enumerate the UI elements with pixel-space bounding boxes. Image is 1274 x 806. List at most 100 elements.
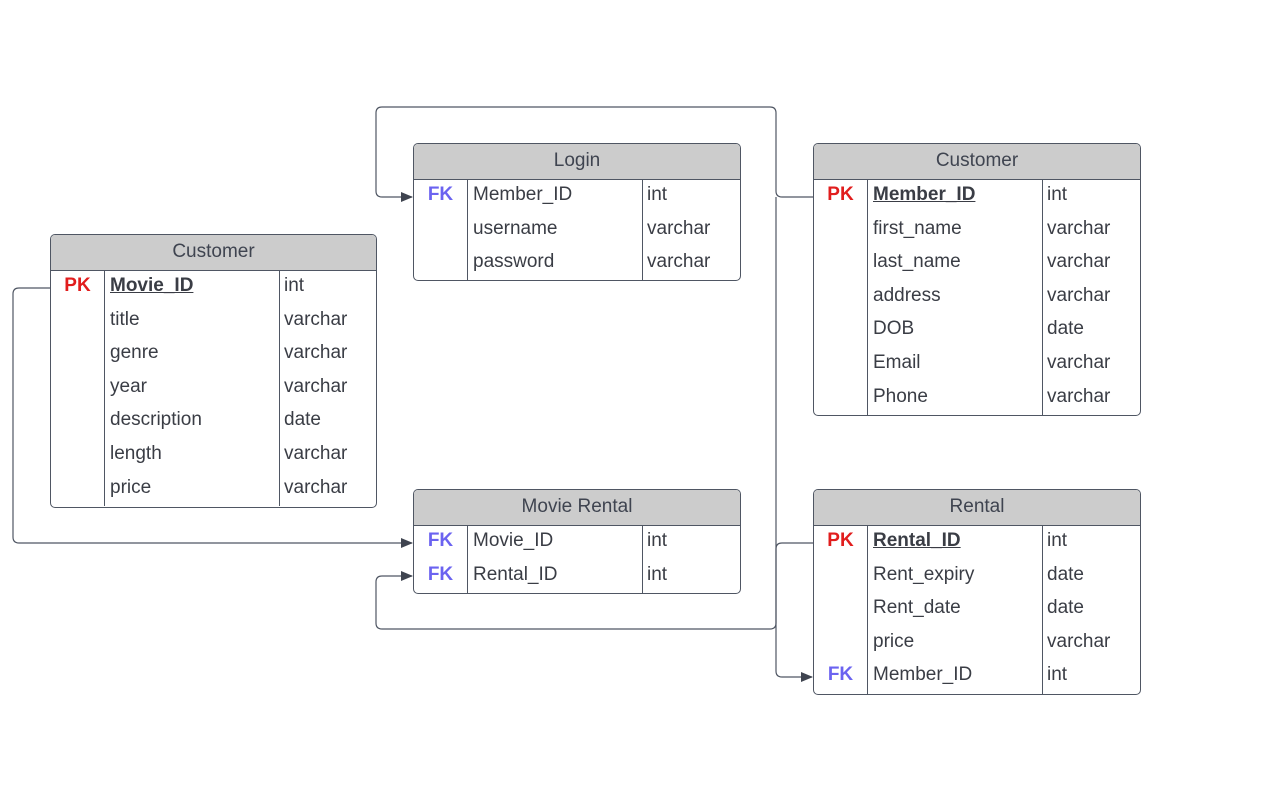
key-marker: [51, 405, 105, 439]
field-type: varchar: [647, 251, 711, 273]
key-marker: [814, 280, 868, 315]
field-row[interactable]: FK Member_ID int: [414, 180, 740, 214]
field-name: username: [468, 213, 643, 248]
field-name: address: [868, 280, 1043, 315]
field-row[interactable]: Rent_date date: [814, 593, 1140, 627]
field-type: varchar: [284, 308, 348, 330]
primary-key-marker: PK: [814, 180, 868, 214]
entity-title: Customer: [51, 235, 376, 271]
entity-rental[interactable]: Rental PK Rental_ID int Rent_expiry date…: [813, 489, 1141, 695]
field-type: int: [647, 530, 668, 551]
field-name: Rental_ID: [468, 559, 643, 593]
field-name: password: [468, 247, 643, 280]
field-row[interactable]: year varchar: [51, 371, 376, 406]
field-row[interactable]: address varchar: [814, 280, 1140, 315]
field-type: int: [647, 563, 668, 585]
field-name: Member_ID: [468, 180, 643, 214]
entity-fields: FK Movie_ID int FK Rental_ID int: [414, 526, 740, 593]
field-type: varchar: [1047, 351, 1111, 373]
key-marker: [814, 593, 868, 627]
field-row[interactable]: price varchar: [51, 472, 376, 507]
key-marker: [814, 626, 868, 661]
key-marker: [51, 371, 105, 406]
field-row[interactable]: first_name varchar: [814, 213, 1140, 248]
field-row[interactable]: PK Rental_ID int: [814, 526, 1140, 560]
key-marker: [414, 247, 468, 280]
field-row[interactable]: genre varchar: [51, 338, 376, 372]
entity-fields: PK Rental_ID int Rent_expiry date Rent_d…: [814, 526, 1140, 694]
foreign-key-marker: FK: [814, 660, 868, 694]
key-marker: [51, 304, 105, 339]
field-type: int: [1047, 664, 1068, 686]
field-type: date: [1047, 563, 1084, 585]
field-type: varchar: [284, 375, 348, 397]
field-name: year: [105, 371, 280, 406]
primary-key-marker: PK: [51, 271, 105, 305]
field-row[interactable]: password varchar: [414, 247, 740, 280]
field-type: int: [284, 275, 305, 296]
field-row[interactable]: title varchar: [51, 304, 376, 339]
entity-login[interactable]: Login FK Member_ID int username varchar …: [413, 143, 741, 281]
primary-key-marker: PK: [814, 526, 868, 560]
field-row[interactable]: description date: [51, 405, 376, 439]
field-name: description: [105, 405, 280, 439]
field-type: varchar: [1047, 385, 1111, 407]
field-type: date: [1047, 597, 1084, 619]
field-row[interactable]: PK Member_ID int: [814, 180, 1140, 214]
field-row[interactable]: price varchar: [814, 626, 1140, 661]
entity-customer-member[interactable]: Customer PK Member_ID int first_name var…: [813, 143, 1141, 416]
field-name: first_name: [868, 213, 1043, 248]
field-name: Email: [868, 347, 1043, 382]
foreign-key-marker: FK: [414, 180, 468, 214]
field-name: price: [105, 472, 280, 507]
field-row[interactable]: Phone varchar: [814, 381, 1140, 415]
field-row[interactable]: PK Movie_ID int: [51, 271, 376, 305]
field-name: Rent_date: [868, 593, 1043, 627]
field-name: length: [105, 438, 280, 473]
field-row[interactable]: Rent_expiry date: [814, 559, 1140, 594]
field-name: Rental_ID: [868, 526, 1043, 560]
field-type: varchar: [1047, 251, 1111, 273]
field-type: varchar: [647, 217, 711, 239]
field-name: Phone: [868, 381, 1043, 415]
entity-title: Rental: [814, 490, 1140, 526]
foreign-key-marker: FK: [414, 559, 468, 593]
field-row[interactable]: username varchar: [414, 213, 740, 248]
field-row[interactable]: FK Movie_ID int: [414, 526, 740, 560]
field-type: int: [1047, 184, 1068, 205]
field-name: price: [868, 626, 1043, 661]
field-name: genre: [105, 338, 280, 372]
foreign-key-marker: FK: [414, 526, 468, 560]
field-type: date: [1047, 318, 1084, 340]
key-marker: [51, 438, 105, 473]
entity-title: Movie Rental: [414, 490, 740, 526]
entity-fields: PK Member_ID int first_name varchar last…: [814, 180, 1140, 415]
field-type: varchar: [1047, 217, 1111, 239]
entity-customer-movie[interactable]: Customer PK Movie_ID int title varchar g…: [50, 234, 377, 508]
entity-title: Customer: [814, 144, 1140, 180]
key-marker: [51, 338, 105, 372]
key-marker: [814, 314, 868, 348]
field-name: Movie_ID: [468, 526, 643, 560]
field-name: Movie_ID: [105, 271, 280, 305]
field-type: int: [1047, 530, 1068, 551]
field-type: varchar: [284, 476, 348, 498]
field-row[interactable]: Email varchar: [814, 347, 1140, 382]
field-type: varchar: [1047, 630, 1111, 652]
field-name: DOB: [868, 314, 1043, 348]
field-row[interactable]: last_name varchar: [814, 247, 1140, 281]
field-row[interactable]: length varchar: [51, 438, 376, 473]
field-name: last_name: [868, 247, 1043, 281]
relationship-member-to-rental: [775, 197, 813, 682]
field-row[interactable]: FK Rental_ID int: [414, 559, 740, 593]
field-row[interactable]: DOB date: [814, 314, 1140, 348]
key-marker: [814, 381, 868, 415]
entity-fields: FK Member_ID int username varchar passwo…: [414, 180, 740, 280]
field-row[interactable]: FK Member_ID int: [814, 660, 1140, 694]
field-name: title: [105, 304, 280, 339]
field-type: varchar: [284, 342, 348, 364]
key-marker: [814, 247, 868, 281]
entity-movie-rental[interactable]: Movie Rental FK Movie_ID int FK Rental_I…: [413, 489, 741, 594]
key-marker: [814, 347, 868, 382]
